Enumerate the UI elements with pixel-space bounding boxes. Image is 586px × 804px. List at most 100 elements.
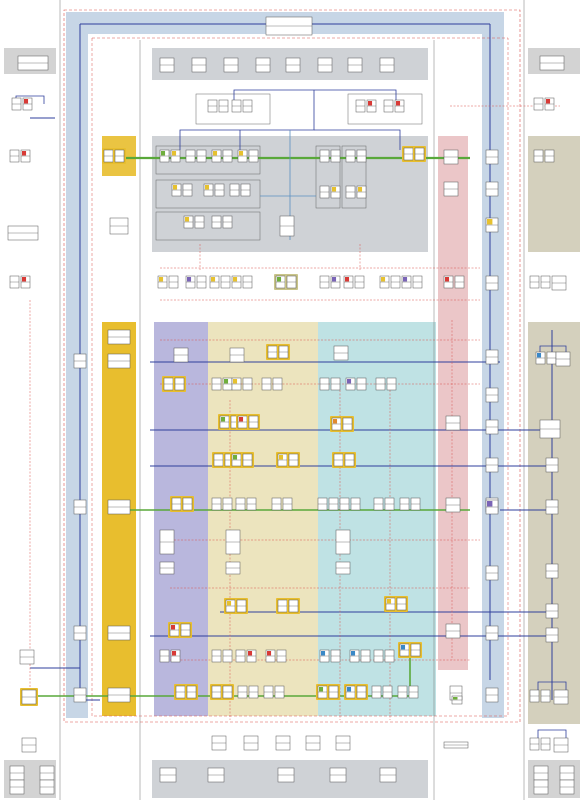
device-node: [529, 689, 540, 703]
device-node: [379, 57, 395, 73]
chip-icon: [487, 219, 493, 225]
chip-icon: [233, 277, 238, 282]
device-node: [485, 419, 499, 435]
device-node: [330, 377, 341, 391]
device-node: [397, 685, 408, 699]
device-node: [350, 497, 361, 511]
chip-icon: [537, 353, 542, 358]
device-node: [231, 377, 242, 391]
sub-panel-e: [341, 145, 367, 209]
device-node: [553, 737, 569, 753]
device-node: [159, 57, 175, 73]
device-node: [485, 181, 499, 197]
device-node: [17, 55, 49, 71]
chip-icon: [187, 277, 192, 282]
chip-icon: [239, 151, 244, 156]
device-node: [223, 57, 239, 73]
device-node: [540, 275, 551, 289]
tree-branch-left: [179, 90, 315, 150]
device-node: [485, 387, 499, 403]
device-node: [182, 183, 193, 197]
device-node: [285, 57, 301, 73]
device-node: [356, 377, 367, 391]
device-node: [22, 97, 33, 111]
device-node: [73, 625, 87, 641]
device-node: [237, 149, 248, 163]
chip-icon: [173, 185, 178, 190]
chip-icon: [233, 455, 238, 460]
chip-icon: [358, 187, 363, 192]
tree-top: [233, 89, 397, 108]
device-node: [443, 275, 454, 289]
device-node: [319, 185, 330, 199]
inner-red-dashed-frame: [91, 37, 509, 717]
device-node: [196, 149, 207, 163]
chip-icon: [22, 277, 27, 282]
device-node: [384, 649, 395, 663]
device-node: [73, 353, 87, 369]
device-node: [271, 497, 282, 511]
chip-icon: [319, 687, 324, 692]
right-fanout-base: [537, 729, 567, 740]
device-node: [185, 684, 198, 700]
device-node: [9, 149, 20, 163]
device-node: [559, 779, 575, 795]
device-node: [21, 737, 37, 753]
device-node: [20, 275, 31, 289]
device-node: [211, 649, 222, 663]
device-node: [222, 149, 233, 163]
device-node: [330, 416, 343, 432]
device-node: [445, 497, 461, 513]
device-node: [159, 649, 170, 663]
device-node: [539, 419, 561, 439]
device-node: [157, 275, 168, 289]
device-node: [545, 563, 559, 579]
device-node: [211, 149, 222, 163]
sub-panel-c: [155, 211, 261, 241]
device-node: [390, 275, 401, 289]
chip-icon: [224, 379, 229, 384]
device-node: [355, 684, 368, 700]
device-node: [399, 497, 410, 511]
device-node: [540, 737, 551, 751]
chip-icon: [403, 277, 408, 282]
device-node: [355, 99, 366, 113]
device-node: [168, 275, 179, 289]
device-node: [485, 349, 499, 365]
device-node: [272, 377, 283, 391]
device-node: [402, 146, 415, 162]
device-node: [171, 183, 182, 197]
sub-panel-d: [315, 145, 341, 209]
sub-panel-b: [155, 179, 261, 209]
device-node: [316, 684, 329, 700]
device-node: [231, 275, 242, 289]
chip-icon: [347, 379, 352, 384]
chip-icon: [24, 99, 29, 104]
device-node: [545, 603, 559, 619]
device-node: [277, 767, 295, 783]
device-node: [107, 353, 131, 369]
device-node: [443, 741, 469, 749]
device-node: [343, 452, 356, 468]
chip-icon: [332, 187, 337, 192]
chip-icon: [401, 645, 406, 650]
nodes: [7, 16, 575, 795]
device-node: [275, 735, 291, 751]
device-node: [553, 689, 569, 705]
device-node: [9, 779, 25, 795]
device-node: [485, 565, 499, 581]
device-node: [454, 275, 465, 289]
device-node: [333, 345, 349, 361]
chip-icon: [171, 625, 176, 630]
device-node: [544, 149, 555, 163]
outer-red-dashed-frame: [63, 9, 521, 723]
device-node: [394, 99, 405, 113]
yellow-band: [102, 322, 136, 716]
device-node: [263, 685, 274, 699]
device-node: [170, 496, 183, 512]
device-node: [39, 765, 55, 781]
top-node-panel-left: [195, 93, 271, 125]
device-node: [339, 497, 350, 511]
chip-icon: [487, 501, 493, 507]
device-node: [329, 767, 347, 783]
